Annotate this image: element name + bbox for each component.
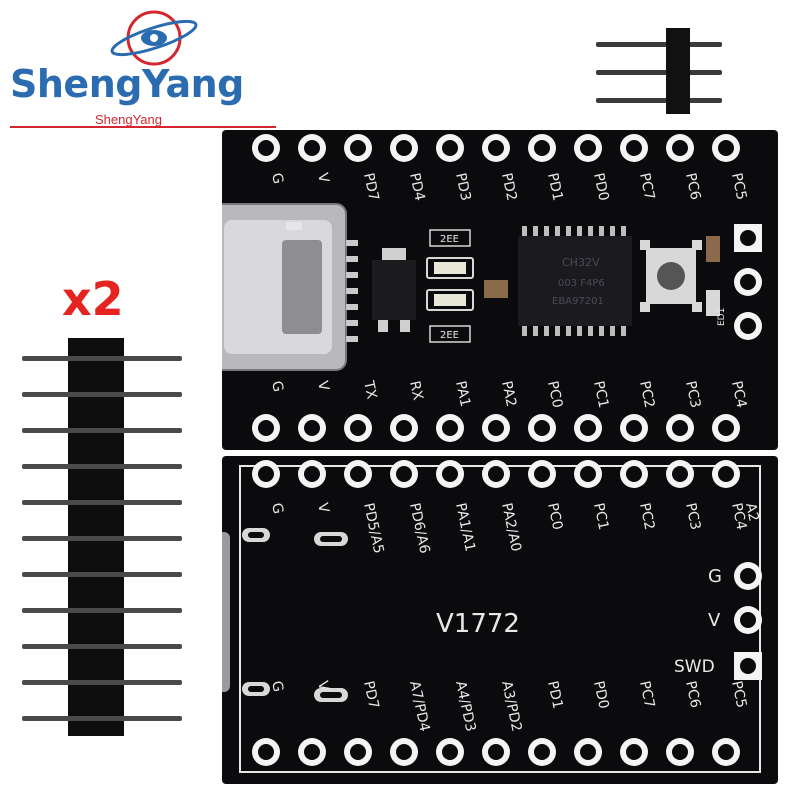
pin-label: PD7	[360, 172, 382, 203]
header-pin	[22, 500, 182, 505]
led-label-1: 2EE	[440, 234, 459, 245]
pin-label: PA1	[452, 380, 473, 409]
pin-label: A2	[742, 502, 761, 523]
pin-label: PC4	[728, 380, 749, 410]
board-version: V1772	[436, 609, 520, 639]
usb-c-connector	[222, 203, 347, 371]
pin-label: V	[314, 380, 332, 393]
pin-label: V	[314, 172, 332, 185]
pin-label: PC0	[544, 502, 565, 532]
pin-label: PC2	[636, 502, 657, 532]
pin-label: G	[268, 172, 286, 186]
header-pin	[22, 608, 182, 613]
side-label-ed1: ED1	[717, 308, 727, 326]
header-pin	[22, 716, 182, 721]
pin-label: PA2	[498, 380, 519, 409]
pin-label: PC1	[590, 502, 611, 532]
pin-label: PD1	[544, 172, 566, 203]
pin-label: G	[268, 680, 286, 694]
brand-tagline: ShengYang	[95, 112, 162, 127]
header-pin	[22, 536, 182, 541]
mcu-chip: CH32V 003 F4P6 EBA97201	[518, 226, 632, 336]
header-pin	[22, 428, 182, 433]
header-pin	[22, 644, 182, 649]
quantity-label: x2	[62, 272, 124, 326]
long-pin-header	[22, 338, 182, 736]
pin-label: G	[268, 380, 286, 394]
pin-label: PD0	[590, 680, 612, 711]
pin-label: PC3	[682, 380, 703, 410]
pin-label: PC3	[682, 502, 703, 532]
header-pin	[22, 680, 182, 685]
pin-label: PC7	[636, 172, 657, 202]
header-pin	[22, 464, 182, 469]
pin-label: TX	[360, 379, 380, 401]
brand-name: ShengYang	[10, 62, 244, 106]
pin-label: PC6	[682, 680, 703, 710]
pin-label: PC1	[590, 380, 611, 410]
pin-label: PD1	[544, 680, 566, 711]
reset-button	[640, 240, 702, 312]
pin-label: PC4	[728, 502, 749, 532]
brand-logo	[8, 8, 288, 138]
side-label-swd: SWD	[674, 657, 715, 677]
pin-label: PC6	[682, 172, 703, 202]
pin-label: PC0	[544, 380, 565, 410]
pin-label: PD7	[360, 680, 382, 711]
pin-label: PD3	[452, 172, 474, 203]
header-pin	[22, 572, 182, 577]
pin-label: PD2	[498, 172, 520, 203]
eye-logo-icon	[110, 10, 198, 66]
brand-divider	[10, 126, 276, 128]
header-pin	[22, 392, 182, 397]
side-label-g: G	[708, 566, 722, 587]
pin-label: PC5	[728, 172, 749, 202]
chip-text-line-3: EBA97201	[552, 296, 604, 307]
pcb-top-view: 2EE 2EE CH32V 003 F4P6 EBA97201 ED1 G V PD…	[222, 130, 778, 450]
pin-label: PC7	[636, 680, 657, 710]
chip-text-line-2: 003 F4P6	[558, 278, 605, 289]
pin-label: PD4	[406, 172, 428, 203]
pin-label: PD0	[590, 172, 612, 203]
pin-label: RX	[406, 380, 426, 403]
pin-label: PC5	[728, 680, 749, 710]
side-label-v: V	[708, 610, 721, 631]
chip-text-line-1: CH32V	[562, 256, 600, 269]
led-label-2: 2EE	[440, 330, 459, 341]
pin-label: G	[268, 502, 286, 516]
pin-label: PC2	[636, 380, 657, 410]
pin-label: V	[314, 502, 332, 515]
small-pin-header	[596, 28, 722, 114]
header-pin	[22, 356, 182, 361]
pin-label: V	[314, 680, 332, 693]
